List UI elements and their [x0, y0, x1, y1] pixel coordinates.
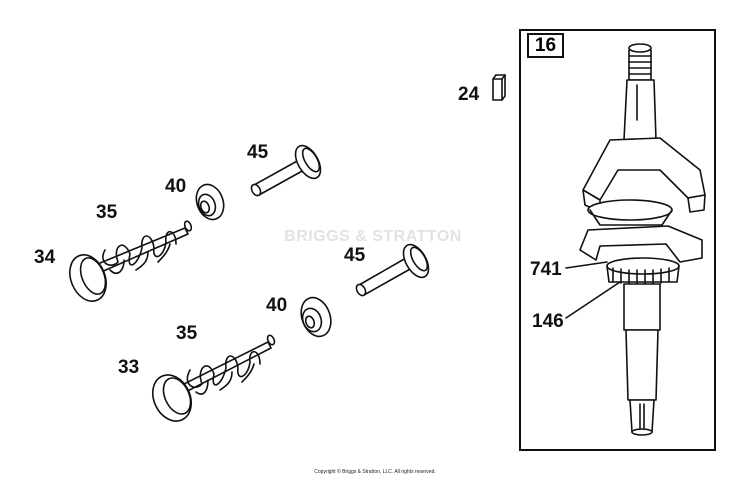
- callout-33: 33: [118, 357, 140, 378]
- part-45-tappet-upper: [250, 144, 322, 197]
- part-45-tappet-lower: [355, 243, 430, 297]
- callout-45-lower: 45: [344, 245, 366, 266]
- part-40-retainer-upper: [195, 183, 225, 221]
- callout-24: 24: [458, 84, 480, 105]
- callout-146: 146: [532, 311, 564, 332]
- callout-35-upper: 35: [96, 202, 118, 223]
- part-24-key: [492, 74, 506, 101]
- callout-741: 741: [530, 259, 562, 280]
- part-16-frame: [519, 29, 716, 451]
- part-33-valve: [151, 334, 276, 422]
- part-40-retainer-lower: [300, 296, 332, 338]
- part-16-label: 16: [527, 33, 564, 58]
- callout-40-lower: 40: [266, 295, 288, 316]
- callout-34: 34: [34, 247, 56, 268]
- callout-40-upper: 40: [165, 176, 187, 197]
- part-16-crankshaft: [579, 43, 706, 436]
- watermark-logo: BRIGGS & STRATTON: [284, 228, 462, 245]
- callout-45-upper: 45: [247, 142, 269, 163]
- copyright-notice: Copyright © Briggs & Stratton, LLC. All …: [314, 469, 436, 475]
- part-35-spring-lower: [186, 350, 261, 395]
- callout-35-lower: 35: [176, 323, 198, 344]
- part-35-spring-upper: [102, 230, 177, 275]
